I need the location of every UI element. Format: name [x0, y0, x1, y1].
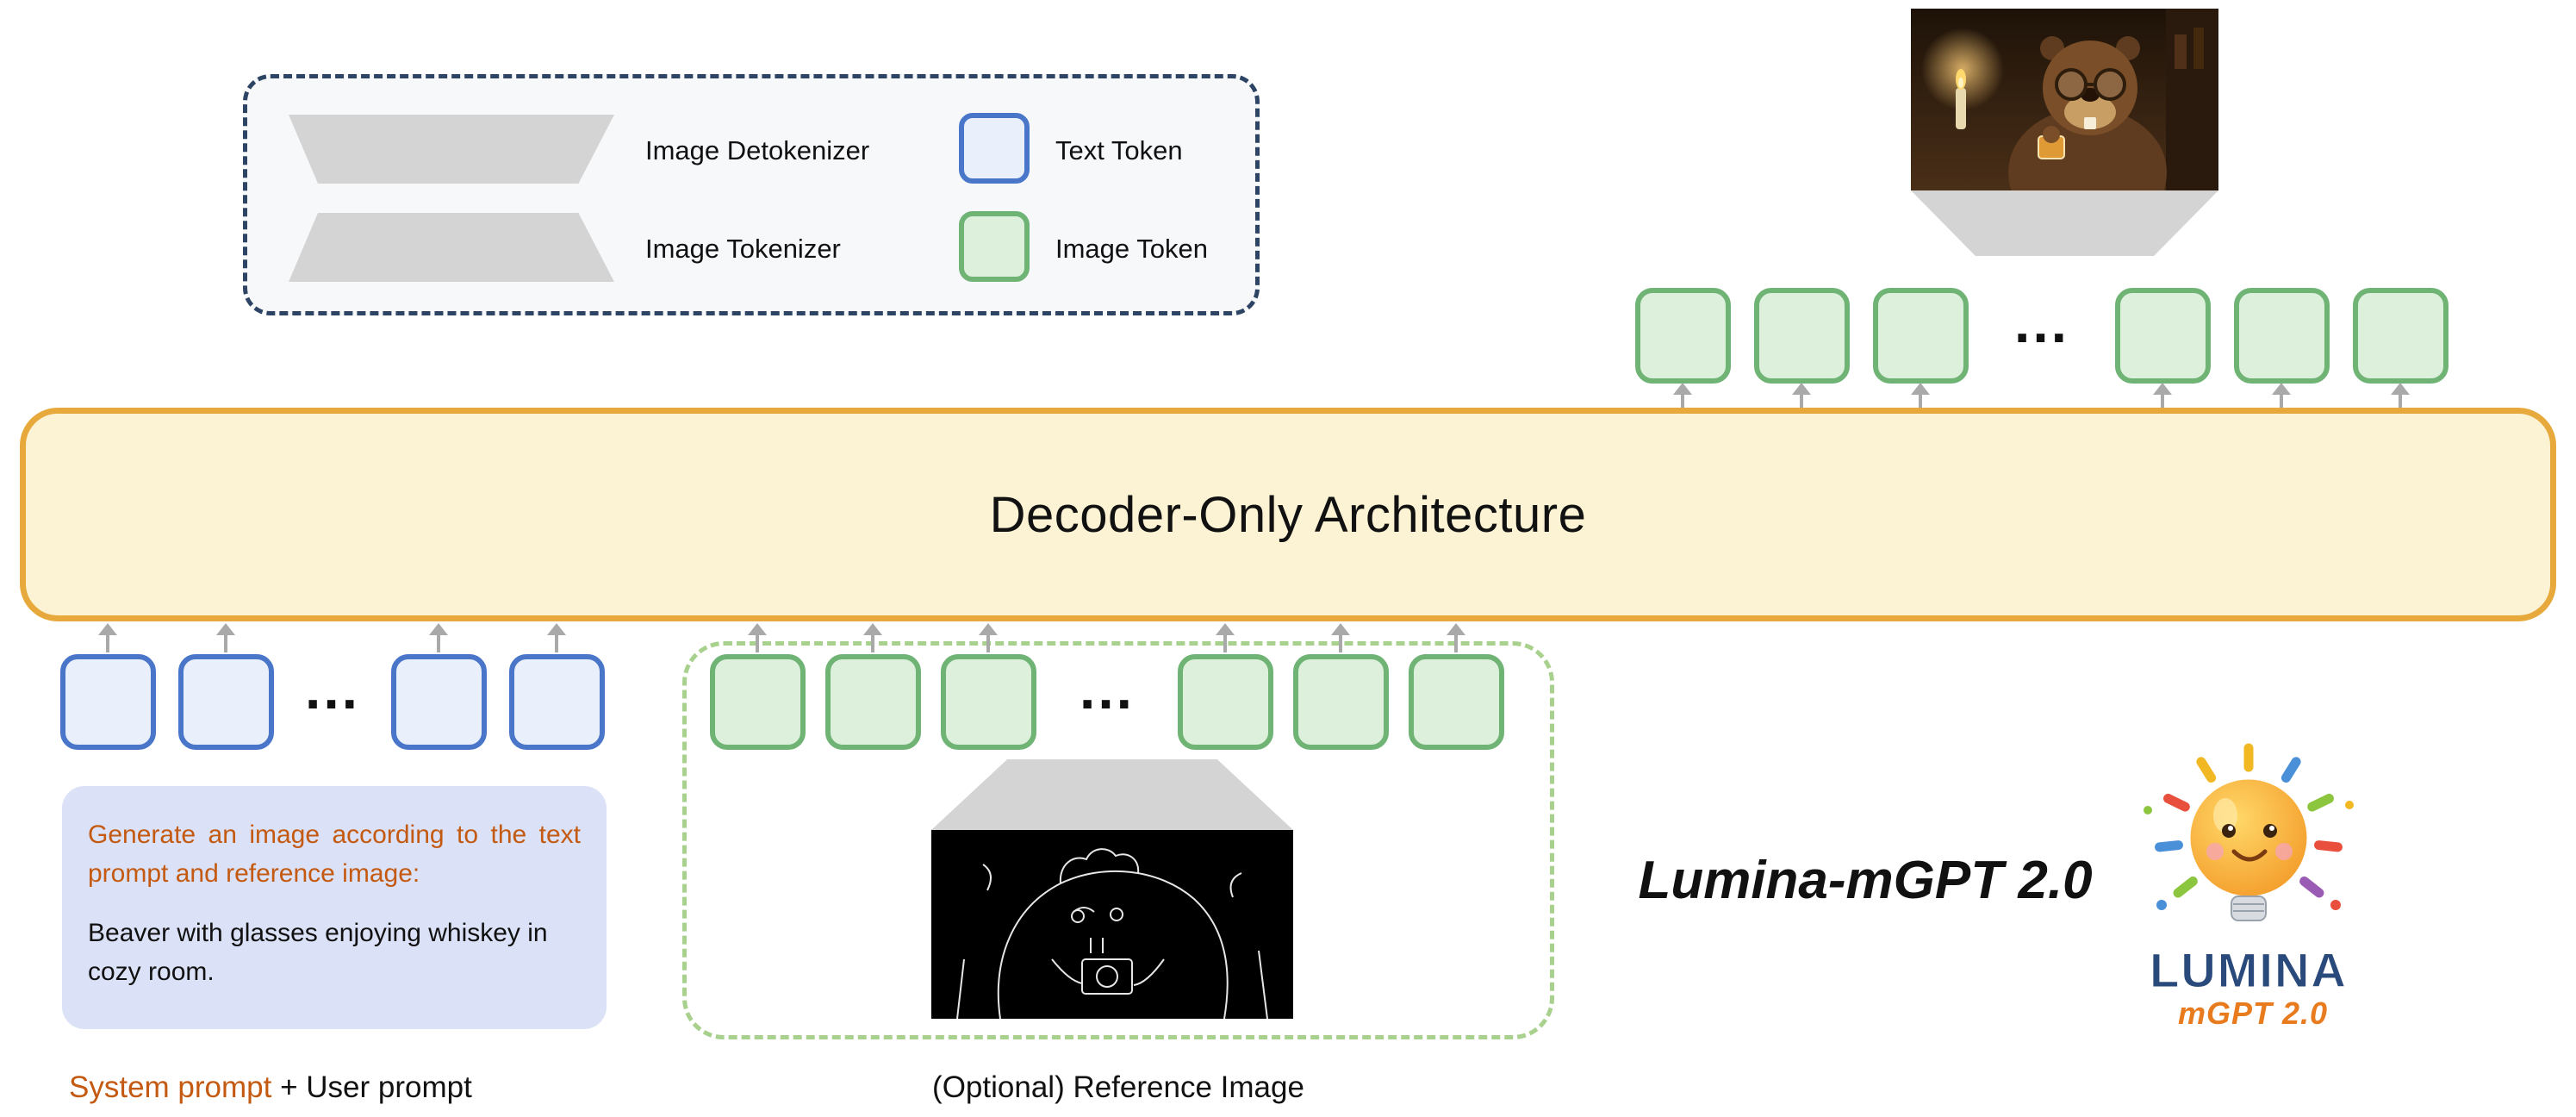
up-arrow-icon [863, 623, 882, 652]
lumina-logo: LUMINA mGPT 2.0 [2106, 741, 2391, 1039]
up-arrow-icon [1911, 383, 1930, 412]
logo-bulb [2186, 775, 2312, 901]
text-token-row: ... [60, 654, 605, 750]
logo-subtitle: mGPT 2.0 [2178, 995, 2328, 1031]
legend-label-tokenizer: Image Tokenizer [645, 234, 841, 264]
ellipsis: ... [304, 656, 360, 721]
logo-rays [2155, 743, 2343, 898]
image-token [2353, 288, 2448, 384]
generated-image [1911, 9, 2218, 237]
prompt-caption: System prompt + User prompt [69, 1070, 472, 1105]
text-token [509, 654, 605, 750]
ellipsis: ... [2013, 290, 2069, 354]
lumina-logo-art: LUMINA mGPT 2.0 [2144, 743, 2354, 1031]
logo-bulb-base [2231, 895, 2267, 921]
up-arrow-icon [1447, 623, 1465, 652]
up-arrow-icon [1792, 383, 1811, 412]
reference-image-box [682, 641, 1554, 1039]
user-prompt-label: + User prompt [271, 1070, 472, 1104]
legend-label-image-token: Image Token [1055, 234, 1208, 264]
up-arrow-icon [2272, 383, 2291, 412]
image-token [1754, 288, 1850, 384]
up-arrow-icon [1216, 623, 1235, 652]
image-token [1635, 288, 1731, 384]
image-token [1409, 654, 1504, 750]
up-arrow-icon [216, 623, 235, 652]
image-token [710, 654, 806, 750]
up-arrow-icon [98, 623, 117, 652]
legend-box: Image Detokenizer Image Tokenizer Text T… [243, 74, 1260, 315]
user-prompt-text: Beaver with glasses enjoying whiskey in … [88, 919, 548, 986]
text-token [391, 654, 487, 750]
image-tokenizer-shape [289, 213, 614, 282]
image-token [825, 654, 921, 750]
logo-wordmark: LUMINA [2150, 943, 2348, 997]
legend-label-text-token: Text Token [1055, 135, 1183, 165]
text-token [178, 654, 274, 750]
ellipsis: ... [1079, 656, 1135, 721]
output-image-token-row: ... [1635, 288, 2448, 384]
legend-label-detokenizer: Image Detokenizer [645, 135, 870, 165]
detokenizer-trapezoid [1911, 190, 2218, 256]
decoder-box: Decoder-Only Architecture [20, 408, 2556, 621]
image-token [941, 654, 1036, 750]
image-token [1178, 654, 1273, 750]
image-token [1293, 654, 1389, 750]
brand-title: Lumina-mGPT 2.0 [1638, 851, 2093, 910]
up-arrow-icon [1673, 383, 1692, 412]
reference-image [931, 830, 1293, 1020]
text-token [60, 654, 156, 750]
up-arrow-icon [2153, 383, 2172, 412]
image-detokenizer-shape [289, 115, 614, 184]
image-token [1873, 288, 1969, 384]
up-arrow-icon [979, 623, 998, 652]
image-token [2234, 288, 2330, 384]
up-arrow-icon [429, 623, 448, 652]
up-arrow-icon [2391, 383, 2410, 412]
up-arrow-icon [1331, 623, 1350, 652]
up-arrow-icon [748, 623, 767, 652]
reference-image-art [931, 830, 1293, 1020]
prompt-box: Generate an image according to the text … [62, 786, 607, 1029]
image-token-sample [959, 211, 1030, 282]
text-token-sample [959, 113, 1030, 184]
system-prompt-label: System prompt [69, 1070, 272, 1104]
reference-image-token-row: ... [710, 654, 1504, 750]
system-prompt-text: Generate an image according to the text … [88, 821, 581, 888]
decoder-label: Decoder-Only Architecture [989, 486, 1587, 543]
generated-image-art [1911, 9, 2218, 237]
image-token [2115, 288, 2211, 384]
reference-caption: (Optional) Reference Image [932, 1070, 1304, 1104]
up-arrow-icon [547, 623, 566, 652]
